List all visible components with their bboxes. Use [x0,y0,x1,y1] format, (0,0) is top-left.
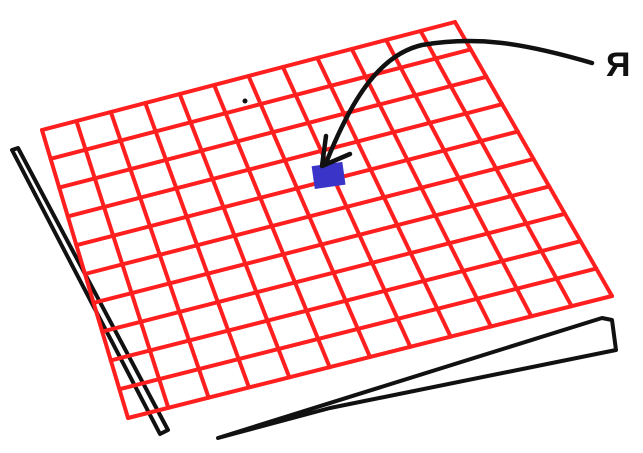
red-grid [40,20,614,420]
grid-column-line [280,65,413,349]
pointer-arrow-shaft [323,38,595,166]
label-ya: Я [606,46,630,84]
grid-column-line [40,128,130,420]
grid-column-line [315,56,453,339]
grid-column-line [212,83,332,370]
highlighted-cell-marker [311,161,346,189]
grid-column-line [177,92,292,380]
grid-column-line [143,101,251,390]
grid-column-line [384,38,534,319]
grid-column-line [246,74,372,359]
grid-column-line [418,29,574,309]
grid-column-line [74,119,171,410]
page-frame [10,146,618,440]
grid-column-line [453,20,614,298]
right-page-edge [216,316,618,440]
small-dot [242,98,248,104]
left-page-edge [10,146,170,436]
grid-column-line [349,47,493,329]
grid-column-line [108,110,211,400]
pointer-arrow-head [319,133,353,169]
